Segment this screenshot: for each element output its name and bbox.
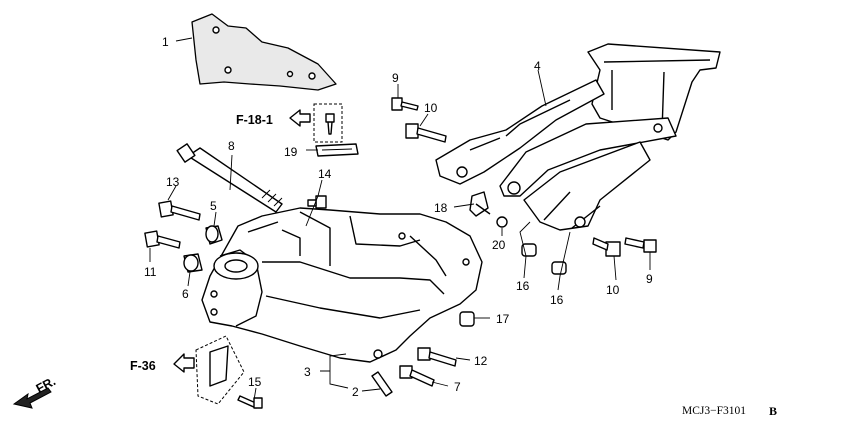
ref-label-upper: F-18-1 [236,113,273,127]
front-direction-arrow [12,387,52,409]
part-11-bolt [144,230,181,249]
callout-3: 3 [304,365,311,379]
callout-16-left: 16 [516,279,530,293]
callout-14: 14 [318,167,332,181]
part-17-nut [459,311,475,327]
part-10-upper-bolt [405,123,447,143]
callout-8: 8 [228,139,235,153]
diagram-code-suffix: B [769,404,777,418]
callout-1: 1 [162,35,169,49]
callout-17: 17 [496,312,510,326]
callout-13: 13 [166,175,180,189]
part-5-collar [205,225,223,245]
callout-18: 18 [434,201,448,215]
part-3-main-frame [201,207,483,363]
callout-4: 4 [534,59,541,73]
callout-19: 19 [284,145,298,159]
callout-16-right: 16 [550,293,564,307]
callout-7: 7 [454,380,461,394]
callout-9-upper: 9 [392,71,399,85]
part-18-bracket [469,191,491,217]
part-2-pin [371,371,393,397]
diagram-code: MCJ3−F3101 [682,405,746,417]
callout-15: 15 [248,375,262,389]
callout-5: 5 [210,199,217,213]
part-9-upper-bolt [391,97,419,111]
part-20-nut [496,216,508,228]
f36-reference-group [173,335,263,409]
callout-12: 12 [474,354,488,368]
part-12-bolt [417,347,457,367]
part-16-nut-right [551,261,567,275]
part-10-lower-bolt [592,237,621,257]
front-direction-label: FR. [34,374,58,396]
part-9-lower-bolt [624,237,657,253]
part-13-bolt [158,200,201,221]
callout-10-upper: 10 [424,101,438,115]
f18-reference-group [289,103,359,157]
callout-labels: 1 2 3 4 5 6 7 8 9 9 10 10 11 12 13 14 15… [144,35,653,399]
callout-20: 20 [492,238,506,252]
part-8-long-bolt [176,143,283,213]
callout-9-lower: 9 [646,272,653,286]
callout-6: 6 [182,287,189,301]
callout-2: 2 [352,385,359,399]
part-1-cover-plate [191,13,337,91]
part-6-collar [183,253,203,273]
callout-11: 11 [144,265,157,279]
leader-lines [149,37,651,401]
part-4-rear-subframe [435,43,721,231]
part-7-bolt [399,365,435,387]
ref-label-lower: F-36 [130,359,156,373]
callout-10-lower: 10 [606,283,620,297]
